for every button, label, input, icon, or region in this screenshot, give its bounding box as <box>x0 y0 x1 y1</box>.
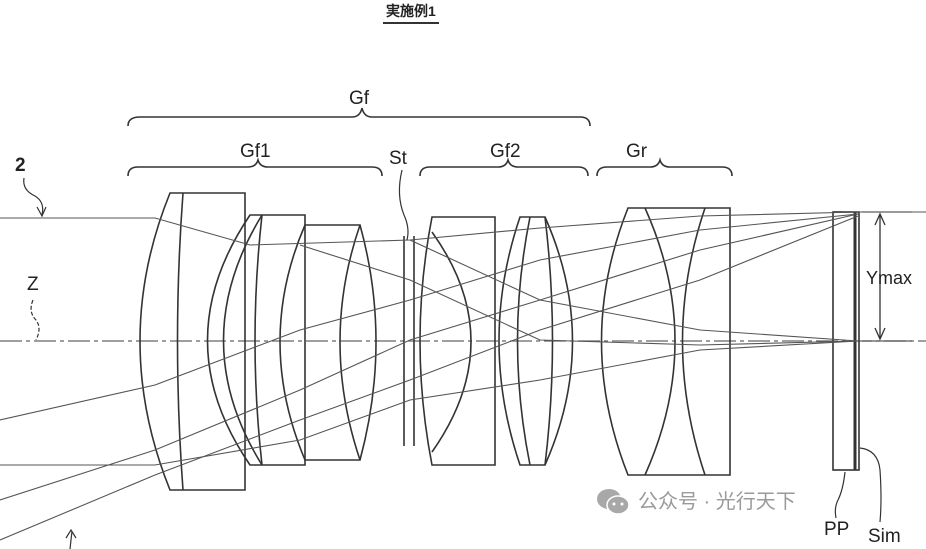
label-axis-z: Z <box>27 274 39 295</box>
label-gf2: Gf2 <box>490 141 521 162</box>
label-sim: Sim <box>868 526 901 547</box>
label-st: St <box>389 148 407 169</box>
ray-2-leader <box>23 177 44 216</box>
label-gr: Gr <box>626 141 648 162</box>
label-pp: PP <box>824 519 850 540</box>
label-gf1: Gf1 <box>240 141 271 162</box>
rays <box>0 211 926 541</box>
ray-bottom-leader <box>69 530 73 549</box>
lens-2 <box>206 214 306 466</box>
watermark-text: 公众号 · 光行天下 <box>638 491 796 513</box>
lens-1 <box>139 192 246 491</box>
wechat-icon <box>597 489 630 515</box>
lens-4 <box>419 216 496 466</box>
figure-title: 実施例1 <box>383 1 439 24</box>
brace-gr <box>596 157 733 177</box>
lens-3 <box>279 224 377 461</box>
label-ray-2: 2 <box>15 155 26 176</box>
brace-gf1 <box>127 157 383 177</box>
brace-gf2 <box>419 157 589 177</box>
axis-z-leader <box>30 299 40 341</box>
st-leader <box>398 169 409 241</box>
pp-leader <box>834 471 846 519</box>
lens-6 <box>600 207 731 476</box>
label-ymax: Ymax <box>866 268 913 288</box>
brace-gf <box>127 107 591 127</box>
label-gf: Gf <box>349 88 370 109</box>
sim-leader <box>859 447 882 523</box>
watermark: 公众号 · 光行天下 <box>596 488 796 516</box>
